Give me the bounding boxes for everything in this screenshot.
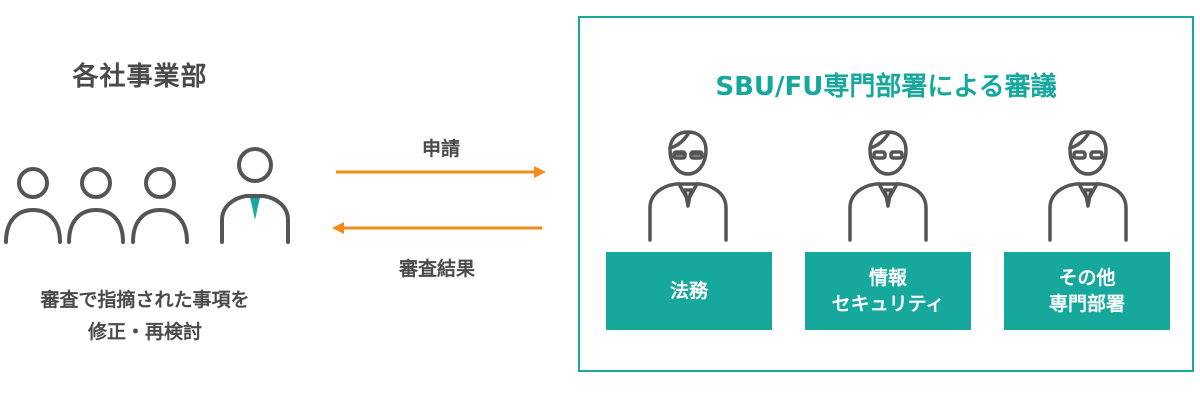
revision-caption: 審査で指摘された事項を 修正・再検討: [0, 284, 290, 348]
reviewer-icon: [848, 130, 928, 242]
business-people-group-icon: [4, 147, 290, 244]
department-label: 情報: [868, 267, 907, 289]
reviewer-icon: [1048, 130, 1128, 242]
department-label: その他: [1058, 267, 1116, 289]
department-label: 専門部署: [1048, 293, 1125, 315]
revision-caption-line1: 審査で指摘された事項を: [40, 289, 250, 311]
review-result-label: 審査結果: [398, 258, 475, 280]
department-infosec: 情報 セキュリティ: [805, 252, 971, 330]
reviewer-icon: [648, 130, 728, 242]
department-other: その他 専門部署: [1004, 252, 1170, 330]
revision-caption-line2: 修正・再検討: [87, 321, 202, 343]
panel-title: SBU/FU専門部署による審議: [715, 72, 1057, 102]
request-arrow-icon: [336, 166, 546, 178]
department-label: 法務: [669, 280, 708, 302]
request-label: 申請: [421, 138, 460, 160]
business-units-title: 各社事業部: [72, 62, 208, 92]
department-legal: 法務: [606, 252, 772, 330]
department-label: セキュリティ: [831, 293, 945, 315]
result-arrow-icon: [332, 222, 542, 234]
